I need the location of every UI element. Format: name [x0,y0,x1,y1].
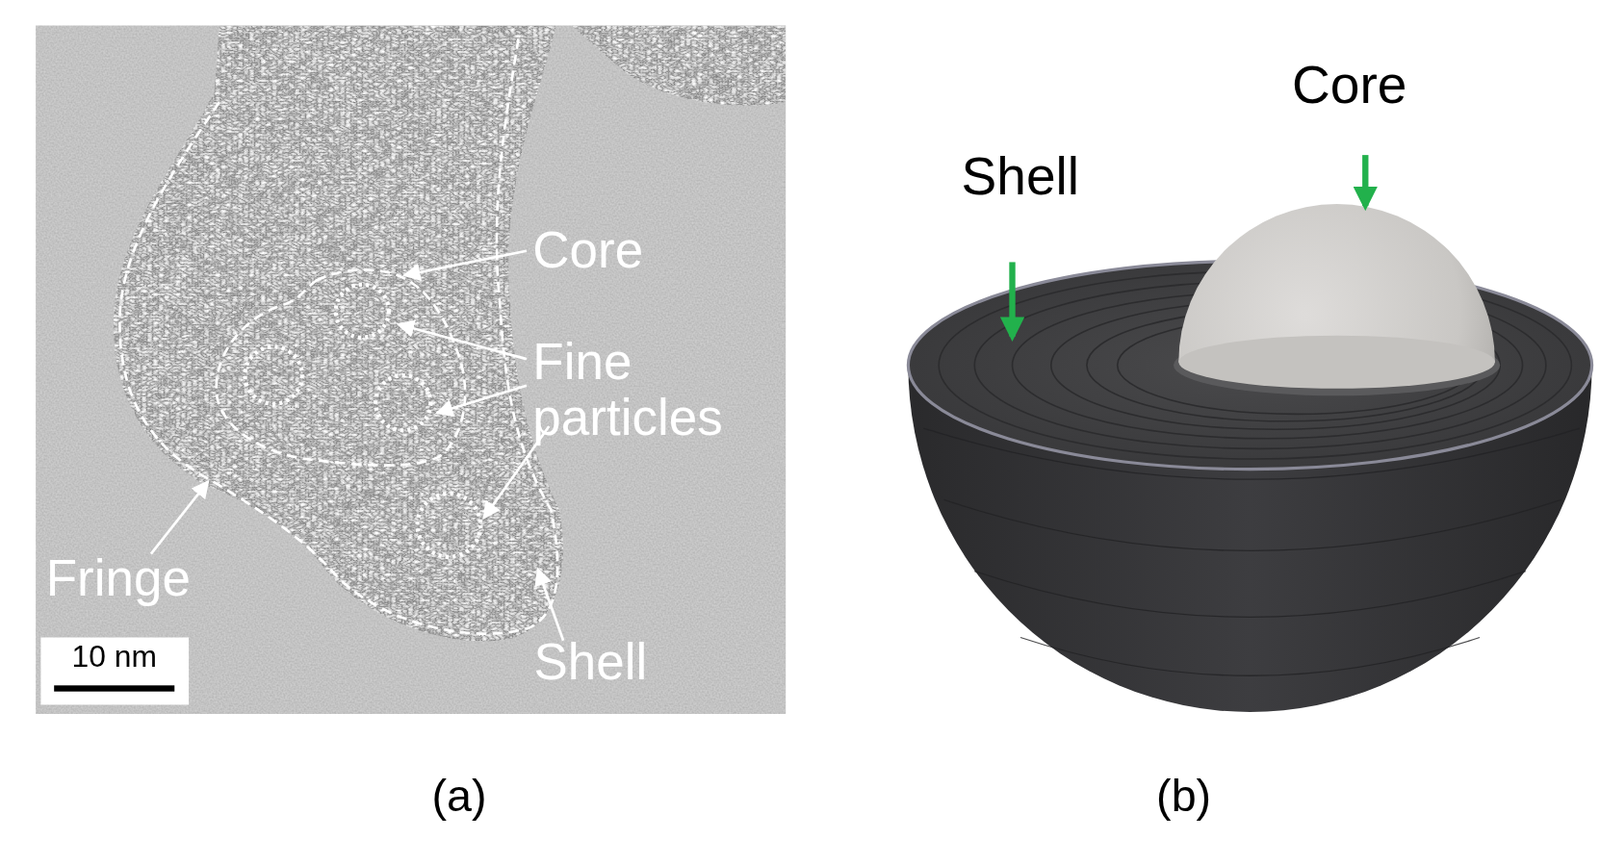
fine-particles-label: Fine particles [532,335,777,445]
core-label: Core [532,222,644,278]
leader-arrows [151,251,564,642]
panel-label: (a) [431,771,487,820]
tem-image [35,25,786,714]
core-sphere [1178,204,1496,362]
fine-particle-circles [244,284,481,558]
shell-label: Shell [961,148,1081,207]
scale-bar [53,685,175,692]
soot-particle [35,25,786,714]
core-outline [216,269,465,465]
panel-label: (b) [1156,771,1212,820]
image-background [35,25,786,714]
core-shell-model [907,154,1592,713]
scale-label: 10 nm [72,641,157,674]
core-pointer [1362,154,1368,207]
fringe-outline [119,38,558,634]
shell-label: Shell [533,634,647,690]
scale-bar-box [40,637,189,705]
core-bottom [1178,335,1496,389]
shell-pointer [1008,261,1015,336]
core-label: Core [1291,55,1407,114]
fringe-label: Fringe [46,550,191,606]
